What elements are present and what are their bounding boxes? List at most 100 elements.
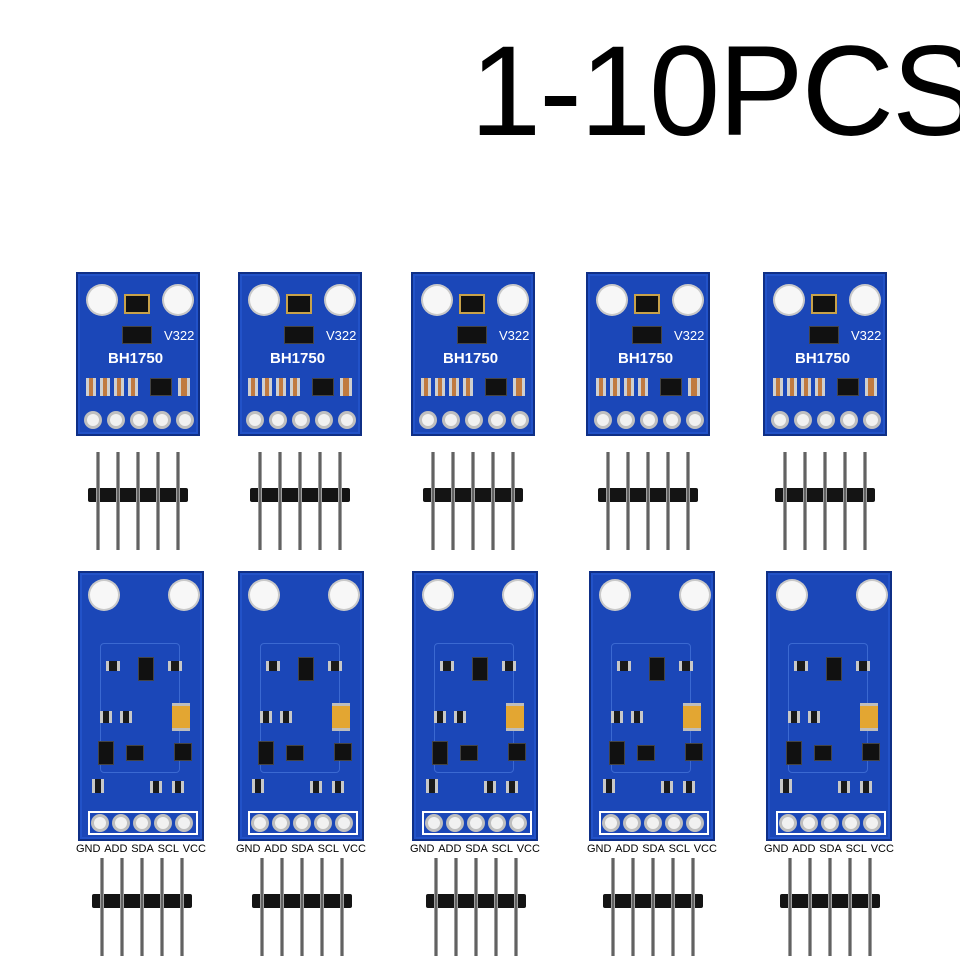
pin-pad: [178, 817, 190, 829]
header-pin: [828, 858, 832, 956]
header-pin: [863, 452, 867, 550]
ic-marking: V322: [499, 328, 530, 343]
smd-resistor: [603, 779, 615, 793]
header-pin: [651, 858, 655, 956]
pin-pad: [782, 817, 794, 829]
pin-pad: [866, 414, 878, 426]
header-pin: [666, 452, 670, 550]
smd-resistor: [801, 378, 811, 396]
smd-resistor: [506, 781, 518, 793]
pin-label-vcc: VCC: [693, 843, 717, 855]
mounting-hole: [778, 581, 806, 609]
header-pin: [320, 858, 324, 956]
header-pin: [471, 452, 475, 550]
bh1750-board-long: [78, 571, 204, 841]
smd-capacitor: [688, 378, 700, 396]
smd-resistor: [661, 781, 673, 793]
header-pin: [788, 858, 792, 956]
header-pin: [691, 858, 695, 956]
page-title: 1-10PCS: [470, 20, 960, 163]
pad-outline: [88, 811, 198, 835]
smd-resistor: [100, 711, 112, 723]
mosfet: [660, 378, 682, 396]
smd-resistor: [252, 779, 264, 793]
bh1750-board-long: [412, 571, 538, 841]
pin-pad: [666, 414, 678, 426]
header-pin: [278, 452, 282, 550]
pin-pad: [428, 817, 440, 829]
smd-resistor: [426, 779, 438, 793]
header-pin: [451, 452, 455, 550]
smd-resistor: [815, 378, 825, 396]
pin-pad: [514, 414, 526, 426]
pin-pad: [449, 817, 461, 829]
smd-resistor: [434, 711, 446, 723]
pin-header: [423, 452, 523, 550]
pin-label-add: ADD: [615, 843, 639, 855]
smd-resistor: [624, 378, 634, 396]
pin-label-gnd: GND: [76, 843, 101, 855]
header-pin: [491, 452, 495, 550]
pin-header: [88, 452, 188, 550]
header-pin: [514, 858, 518, 956]
sensor-ic: [138, 657, 154, 681]
smd-resistor: [332, 781, 344, 793]
mounting-hole: [170, 581, 198, 609]
transistor: [862, 743, 880, 761]
smd-resistor: [100, 378, 110, 396]
mounting-hole: [601, 581, 629, 609]
pin-label-vcc: VCC: [182, 843, 206, 855]
mounting-hole: [164, 286, 192, 314]
sensor-ic: [649, 657, 665, 681]
pin-header: [250, 452, 350, 550]
pin-pad: [605, 817, 617, 829]
transistor: [460, 745, 478, 761]
header-pin: [116, 452, 120, 550]
header-pin: [474, 858, 478, 956]
smd-resistor: [440, 661, 454, 671]
smd-resistor: [150, 781, 162, 793]
bh1750-board-long: [238, 571, 364, 841]
pin-pad: [820, 414, 832, 426]
pin-label-add: ADD: [792, 843, 816, 855]
ic-marking: V322: [674, 328, 705, 343]
mounting-hole: [330, 581, 358, 609]
smd-resistor: [310, 781, 322, 793]
smd-resistor: [788, 711, 800, 723]
smd-resistor: [638, 378, 648, 396]
regulator-ic: [809, 326, 839, 344]
header-pin: [298, 452, 302, 550]
pad-outline: [776, 811, 886, 835]
mounting-hole: [674, 286, 702, 314]
smd-capacitor: [340, 378, 352, 396]
smd-resistor: [276, 378, 286, 396]
pin-label-add: ADD: [104, 843, 128, 855]
smd-resistor: [683, 781, 695, 793]
header-pin: [803, 452, 807, 550]
light-sensor-chip: [634, 294, 660, 314]
smd-resistor: [463, 378, 473, 396]
header-pin: [160, 858, 164, 956]
light-sensor-chip: [811, 294, 837, 314]
header-pin: [611, 858, 615, 956]
header-pin: [823, 452, 827, 550]
pin-label-scl: SCL: [668, 843, 690, 855]
header-pin: [686, 452, 690, 550]
pin-pad: [295, 414, 307, 426]
smd-resistor: [596, 378, 606, 396]
smd-resistor: [172, 781, 184, 793]
pin-label-sda: SDA: [819, 843, 842, 855]
header-pin: [156, 452, 160, 550]
pin-pad: [136, 817, 148, 829]
pin-header: [598, 452, 698, 550]
bh1750-board-long: [766, 571, 892, 841]
regulator-ic: [632, 326, 662, 344]
mounting-hole: [858, 581, 886, 609]
transistor: [258, 741, 274, 765]
pin-label-vcc: VCC: [870, 843, 894, 855]
sensor-ic: [472, 657, 488, 681]
